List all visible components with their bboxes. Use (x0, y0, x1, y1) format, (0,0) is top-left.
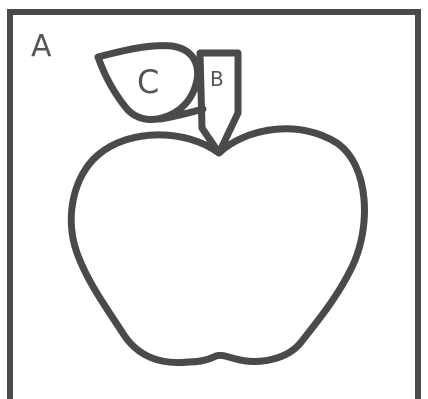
leaf-label-c: C (137, 63, 159, 101)
corner-label-a: A (31, 29, 52, 64)
apple-body (71, 129, 364, 363)
stem-label-b: B (210, 67, 224, 91)
